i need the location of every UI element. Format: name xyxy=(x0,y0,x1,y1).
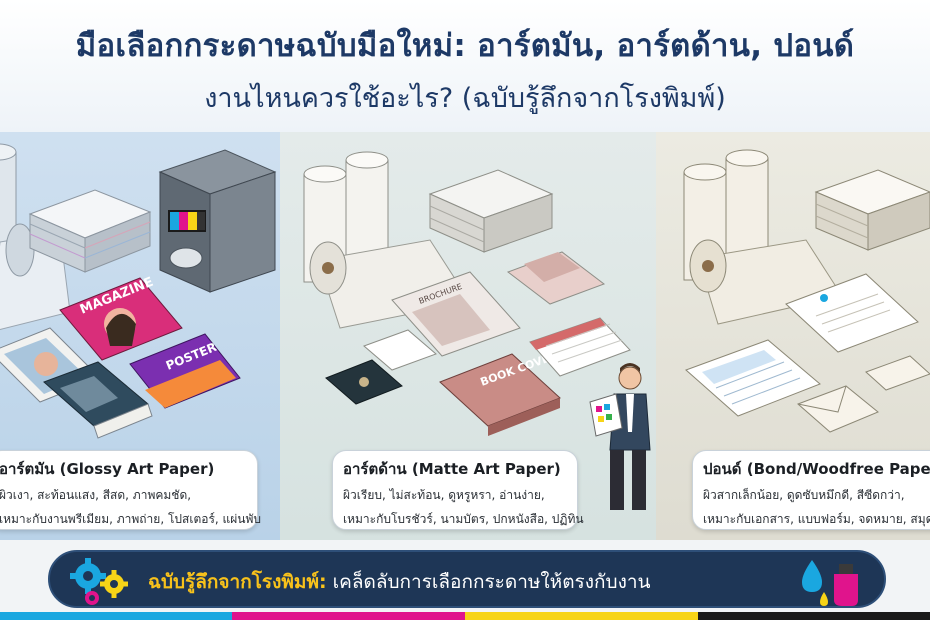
page-title: มือเลือกกระดาษฉบับมือใหม่: อาร์ตมัน, อาร… xyxy=(75,28,855,64)
glossy-caption: อาร์ตมัน (Glossy Art Paper) ผิวเงา, สะท้… xyxy=(0,450,262,530)
panel-glossy: MAGAZINE POSTER xyxy=(0,132,280,540)
bottle-cap-icon xyxy=(839,564,853,574)
matte-caption-line-2: เหมาะกับโบรชัวร์, นามบัตร, ปกหนังสือ, ปฏ… xyxy=(343,512,584,526)
header: มือเลือกกระดาษฉบับมือใหม่: อาร์ตมัน, อาร… xyxy=(0,0,930,132)
pink-folder-illustration xyxy=(506,251,606,305)
tip-highlight: ฉบับรู้ลึกจากโรงพิมพ์: xyxy=(148,571,327,593)
bond-paper-rolls-illustration xyxy=(683,149,843,325)
brochure-illustration: BROCHURE xyxy=(391,271,521,357)
glossy-caption-line-1: ผิวเงา, สะท้อนแสง, สีสด, ภาพคมชัด, xyxy=(0,488,192,502)
printer-man-illustration xyxy=(589,363,651,510)
bond-caption: ปอนด์ (Bond/Woodfree Paper) ผิวสากเล็กน้… xyxy=(692,450,930,530)
bond-paper-stack-illustration xyxy=(814,169,930,251)
ink-drops-icon xyxy=(802,560,858,606)
paper-panels: MAGAZINE POSTER xyxy=(0,132,930,540)
calendar-illustration xyxy=(529,317,631,377)
form-illustration xyxy=(685,339,821,417)
glossy-caption-title: อาร์ตมัน (Glossy Art Paper) xyxy=(0,460,215,478)
panel-matte: BROCHURE BOOK COVER xyxy=(280,132,656,540)
cyan-stripe xyxy=(0,612,232,620)
magenta-stripe xyxy=(232,612,465,620)
yellow-stripe xyxy=(465,612,698,620)
yellow-drop-icon xyxy=(820,592,828,606)
blue-gear-icon xyxy=(70,558,106,594)
business-card-illustration xyxy=(325,329,437,405)
matte-caption-line-1: ผิวเรียบ, ไม่สะท้อน, ดูหรูหรา, อ่านง่าย, xyxy=(343,488,545,502)
glossy-paper-stack-illustration xyxy=(28,189,152,273)
poster-illustration: POSTER xyxy=(129,333,241,409)
glossy-caption-line-2: เหมาะกับงานพรีเมียม, ภาพถ่าย, โปสเตอร์, … xyxy=(0,512,262,526)
printing-press-illustration xyxy=(158,149,277,293)
matte-caption-title: อาร์ตด้าน (Matte Art Paper) xyxy=(343,460,561,478)
footer: ฉบับรู้ลึกจากโรงพิมพ์: เคล็ดลับการเลือกก… xyxy=(0,540,930,620)
yellow-gear-icon xyxy=(100,570,128,598)
bond-caption-title: ปอนด์ (Bond/Woodfree Paper) xyxy=(703,460,930,478)
panel-bond: ปอนด์ (Bond/Woodfree Paper) ผิวสากเล็กน้… xyxy=(656,132,930,540)
glossy-illustration: MAGAZINE POSTER xyxy=(0,143,277,439)
tip-body: เคล็ดลับการเลือกกระดาษให้ตรงกับงาน xyxy=(326,571,651,593)
envelope-illustration xyxy=(797,355,930,433)
tip-text: ฉบับรู้ลึกจากโรงพิมพ์: เคล็ดลับการเลือกก… xyxy=(148,567,651,597)
magazine-illustration: MAGAZINE xyxy=(59,275,183,361)
page-subtitle: งานไหนควรใช้อะไร? (ฉบับรู้ลึกจากโรงพิมพ์… xyxy=(204,83,726,114)
cyan-drop-icon xyxy=(802,560,822,592)
matte-illustration: BROCHURE BOOK COVER xyxy=(303,151,651,510)
ink-bottle-icon xyxy=(834,574,858,606)
matte-paper-stack-illustration xyxy=(428,169,554,253)
bond-illustration xyxy=(683,149,930,433)
magenta-gear-icon xyxy=(85,591,99,605)
bond-caption-line-1: ผิวสากเล็กน้อย, ดูดซับหมึกดี, สีซีดกว่า, xyxy=(703,488,905,502)
matte-caption: อาร์ตด้าน (Matte Art Paper) ผิวเรียบ, ไม… xyxy=(332,450,584,530)
tip-banner: ฉบับรู้ลึกจากโรงพิมพ์: เคล็ดลับการเลือกก… xyxy=(48,550,886,608)
black-stripe xyxy=(698,612,930,620)
gears-icon xyxy=(70,558,128,605)
letterhead-illustration xyxy=(785,273,919,353)
book-cover-illustration: BOOK COVER xyxy=(439,349,561,436)
glossy-brochure-illustration xyxy=(43,361,153,439)
bond-caption-line-2: เหมาะกับเอกสาร, แบบฟอร์ม, จดหมาย, สมุด xyxy=(703,512,930,526)
